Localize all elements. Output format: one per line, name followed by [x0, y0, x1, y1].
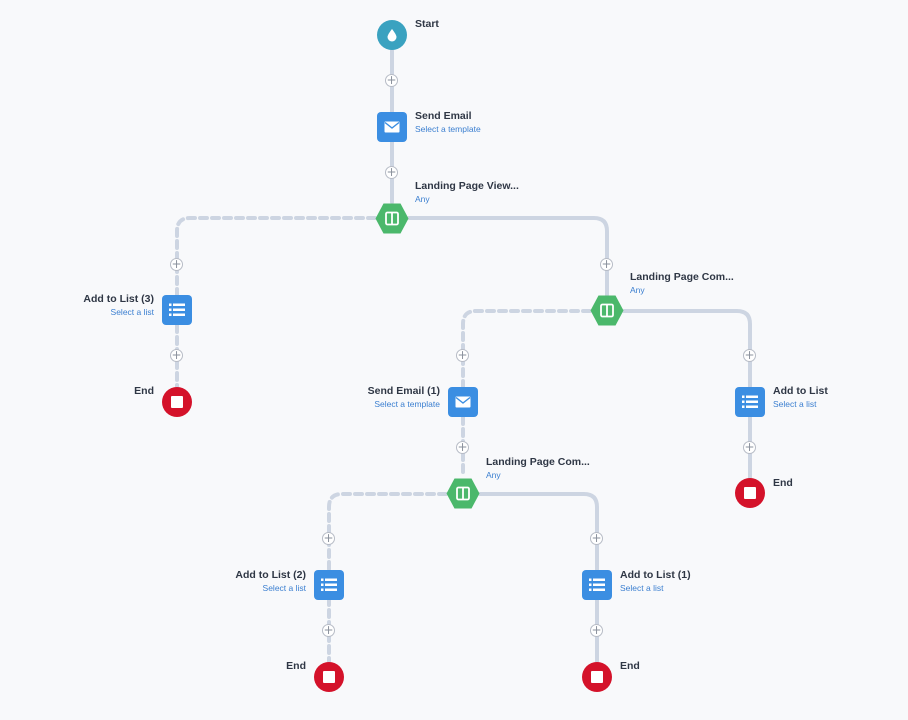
send-email-label: Send Email Select a template — [415, 110, 481, 135]
add-step-button[interactable]: + — [322, 531, 335, 545]
add-step-button[interactable]: + — [456, 348, 469, 362]
add-step-button[interactable]: + — [743, 440, 756, 454]
list-icon — [169, 303, 185, 316]
add-to-list-label: Add to List Select a list — [773, 385, 828, 410]
landing-page-view-rule-node[interactable] — [375, 203, 409, 234]
landing-page-com-label: Landing Page Com... Any — [486, 456, 590, 481]
select-template-link[interactable]: Select a template — [374, 399, 440, 409]
split-icon — [590, 295, 624, 326]
end-node[interactable] — [314, 662, 344, 692]
envelope-icon — [384, 121, 400, 133]
add-to-list-1-label: Add to List (1) Select a list — [620, 569, 691, 594]
connector-yes-branch — [478, 492, 599, 664]
node-title: Add to List — [773, 385, 828, 397]
add-step-button[interactable]: + — [385, 165, 398, 179]
connector-yes-branch — [407, 216, 609, 297]
add-step-button[interactable]: + — [322, 623, 335, 637]
condition-link[interactable]: Any — [486, 470, 501, 480]
node-title: End — [286, 660, 306, 672]
connector-no-branch — [327, 492, 448, 664]
node-title: Send Email (1) — [367, 385, 440, 397]
add-step-button[interactable]: + — [600, 257, 613, 271]
add-to-list-node[interactable] — [582, 570, 612, 600]
end-node[interactable] — [735, 478, 765, 508]
end-label: End — [286, 660, 306, 673]
add-step-button[interactable]: + — [590, 623, 603, 637]
split-icon — [446, 478, 480, 509]
split-icon — [375, 203, 409, 234]
node-title: End — [620, 660, 640, 672]
node-title: Landing Page Com... — [486, 456, 590, 468]
add-to-list-node[interactable] — [735, 387, 765, 417]
connector-no-branch — [175, 216, 377, 389]
add-to-list-3-label: Add to List (3) Select a list — [83, 293, 154, 318]
select-list-link[interactable]: Select a list — [773, 399, 817, 409]
add-to-list-node[interactable] — [314, 570, 344, 600]
node-title: Add to List (3) — [83, 293, 154, 305]
add-step-button[interactable]: + — [590, 531, 603, 545]
select-list-link[interactable]: Select a list — [262, 583, 306, 593]
node-title: Add to List (2) — [235, 569, 306, 581]
select-list-link[interactable]: Select a list — [620, 583, 664, 593]
end-node[interactable] — [162, 387, 192, 417]
node-title: Start — [415, 18, 439, 30]
add-to-list-2-label: Add to List (2) Select a list — [235, 569, 306, 594]
node-title: Add to List (1) — [620, 569, 691, 581]
condition-link[interactable]: Any — [415, 194, 430, 204]
add-to-list-node[interactable] — [162, 295, 192, 325]
end-label: End — [620, 660, 640, 673]
add-step-button[interactable]: + — [385, 73, 398, 87]
end-label: End — [773, 477, 793, 490]
landing-page-com-rule-node[interactable] — [590, 295, 624, 326]
stop-icon — [744, 487, 756, 499]
add-step-button[interactable]: + — [456, 440, 469, 454]
node-title: Send Email — [415, 110, 472, 122]
send-email-node[interactable] — [448, 387, 478, 417]
list-icon — [321, 578, 337, 591]
start-node[interactable] — [377, 20, 407, 50]
landing-page-com-label: Landing Page Com... Any — [630, 271, 734, 296]
envelope-icon — [455, 396, 471, 408]
add-step-button[interactable]: + — [170, 257, 183, 271]
node-title: End — [773, 477, 793, 489]
list-icon — [742, 395, 758, 408]
end-node[interactable] — [582, 662, 612, 692]
connector-no-branch — [461, 309, 592, 479]
node-title: Landing Page View... — [415, 180, 519, 192]
add-step-button[interactable]: + — [170, 348, 183, 362]
stop-icon — [171, 396, 183, 408]
condition-link[interactable]: Any — [630, 285, 645, 295]
end-label: End — [134, 385, 154, 398]
start-label: Start — [415, 18, 439, 31]
send-email-node[interactable] — [377, 112, 407, 142]
connector-yes-branch — [622, 309, 752, 480]
landing-page-view-label: Landing Page View... Any — [415, 180, 519, 205]
list-icon — [589, 578, 605, 591]
node-title: Landing Page Com... — [630, 271, 734, 283]
node-title: End — [134, 385, 154, 397]
landing-page-com-rule-node[interactable] — [446, 478, 480, 509]
stop-icon — [591, 671, 603, 683]
add-step-button[interactable]: + — [743, 348, 756, 362]
select-list-link[interactable]: Select a list — [110, 307, 154, 317]
stop-icon — [323, 671, 335, 683]
select-template-link[interactable]: Select a template — [415, 124, 481, 134]
send-email-1-label: Send Email (1) Select a template — [368, 385, 440, 410]
droplet-icon — [387, 29, 397, 42]
